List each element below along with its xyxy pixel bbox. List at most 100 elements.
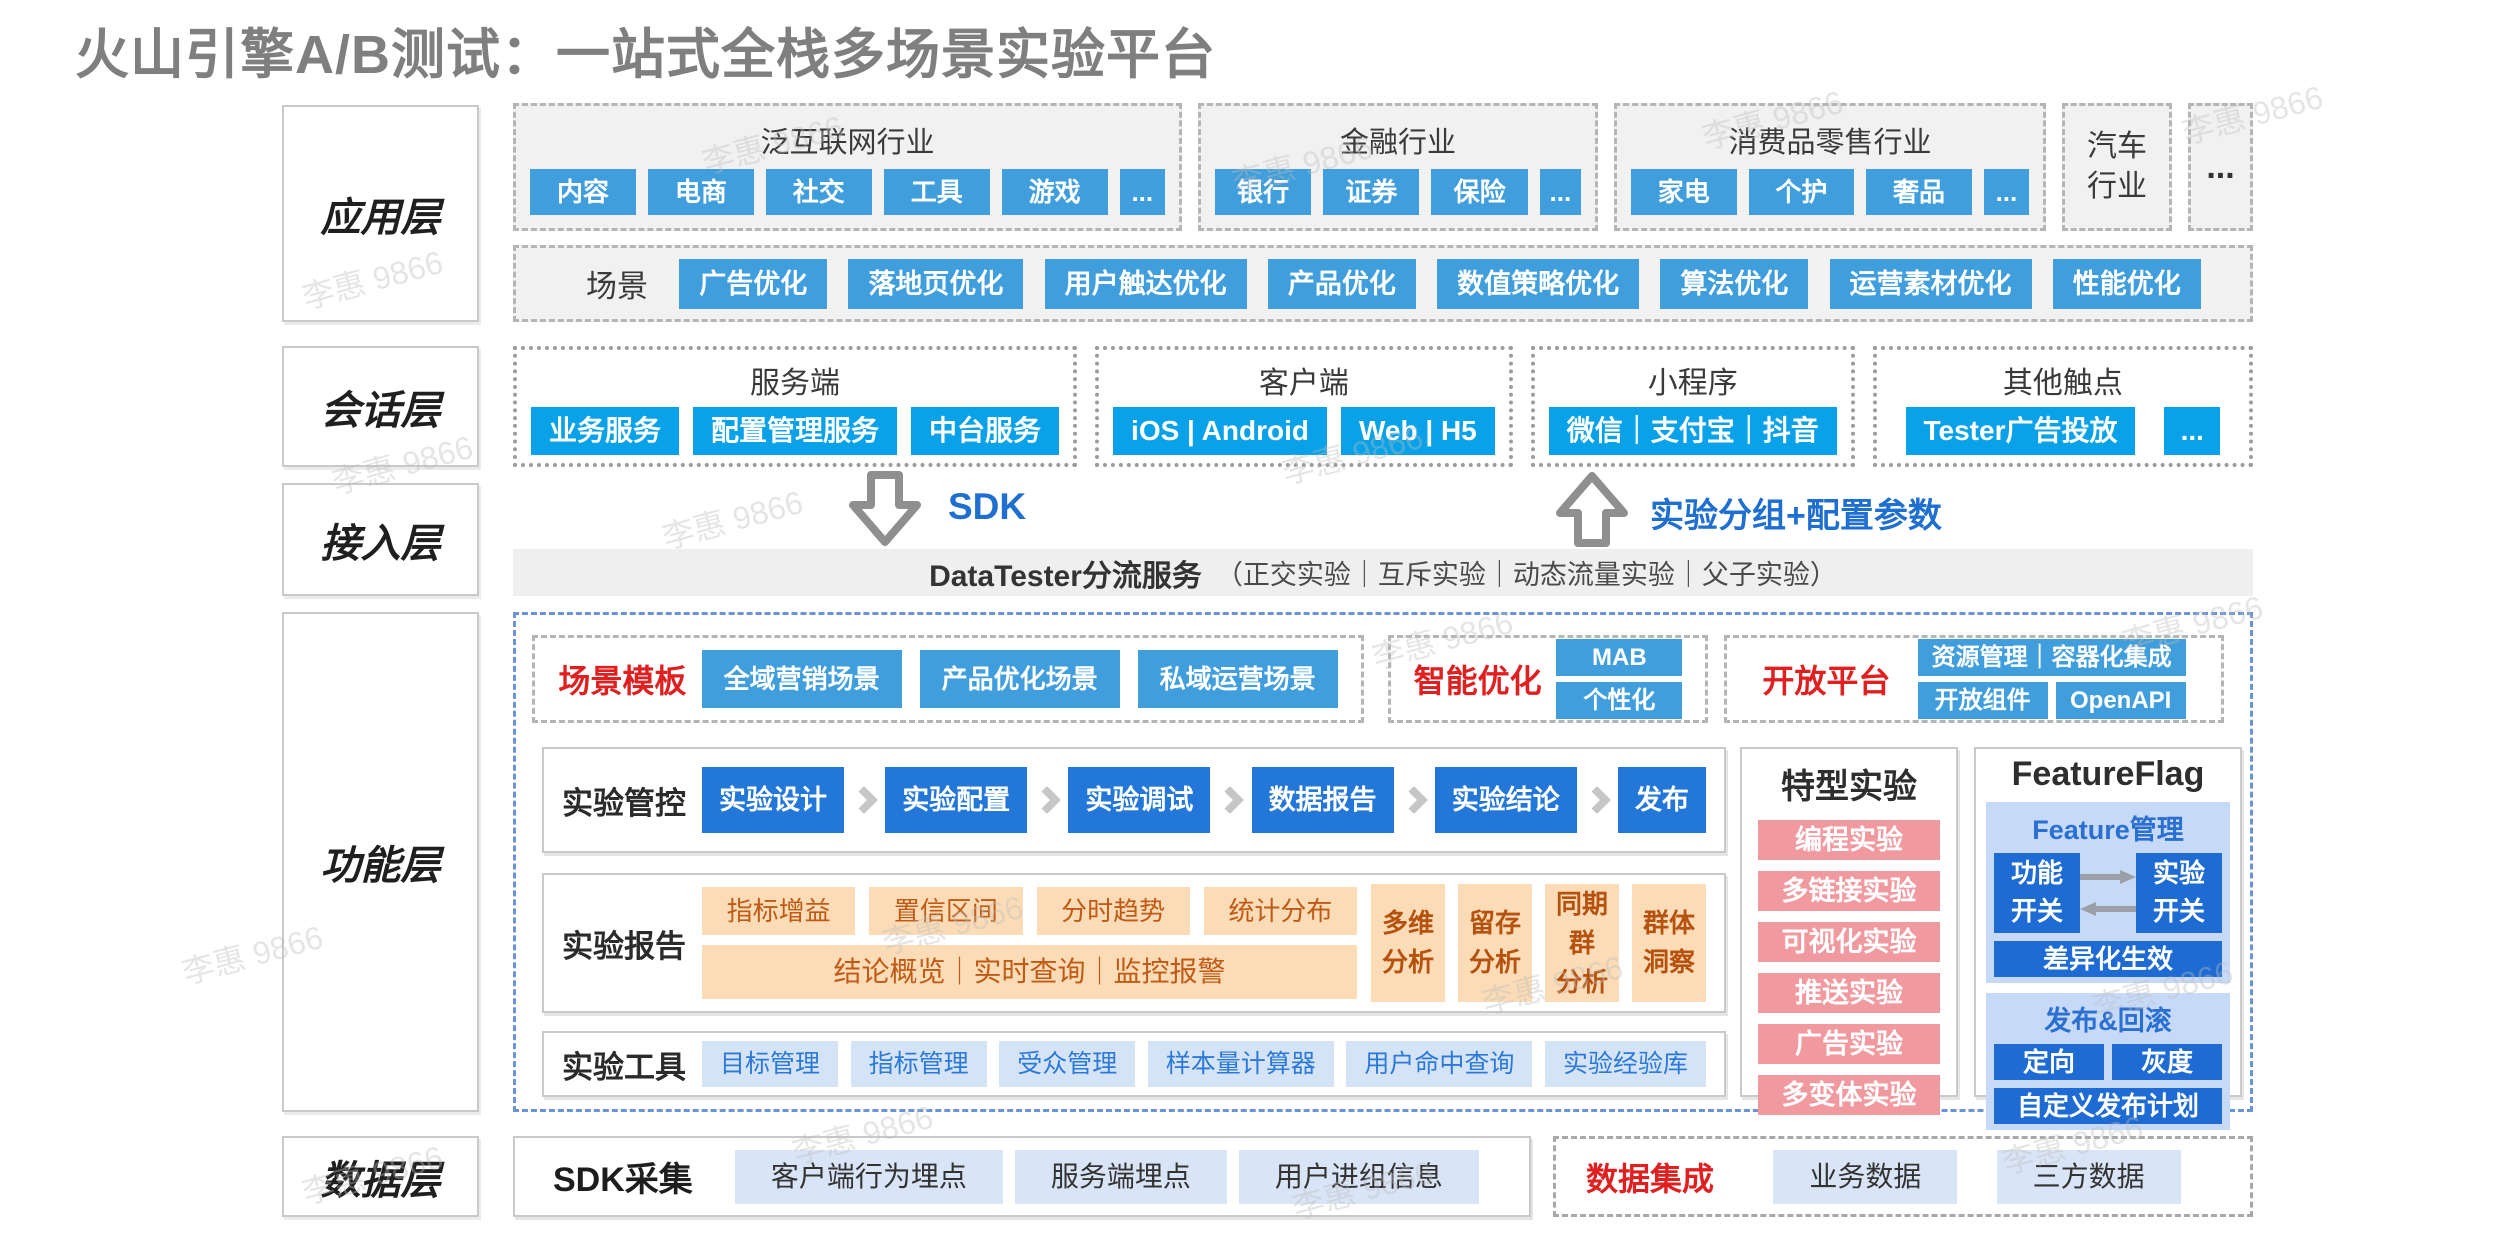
industry-chip: 内容: [530, 168, 636, 215]
industry-chip: ...: [1539, 168, 1581, 215]
industry-chip: 保险: [1431, 168, 1528, 215]
distribution-bar-detail: （正交实验｜互斥实验｜动态流量实验｜父子实验）: [1215, 560, 1837, 590]
special-experiment-title: 特型实验: [1781, 768, 1917, 806]
sdk-collection-chip: 客户端行为埋点: [734, 1149, 1003, 1204]
industry-chip: 游戏: [1001, 168, 1108, 215]
sdk-collection-chip: 服务端埋点: [1014, 1149, 1227, 1204]
flow-step: 数据报告: [1251, 767, 1434, 833]
session-chip: 配置管理服务: [693, 406, 898, 455]
industry-chip: 社交: [765, 168, 872, 215]
flow-step-chip: 实验结论: [1434, 767, 1577, 833]
special-experiment-chips: 编程实验多链接实验可视化实验推送实验广告实验多变体实验: [1758, 820, 1940, 1126]
data-integration-chips: 业务数据三方数据: [1734, 1149, 2220, 1204]
featureflag-title: FeatureFlag: [2011, 755, 2205, 793]
session-group-title: 服务端: [750, 367, 841, 401]
distribution-bar-title: DataTester分流服务: [929, 559, 1202, 593]
session-chip: iOS | Android: [1113, 406, 1327, 455]
scene-template-label: 场景模板: [558, 663, 687, 699]
session-chips: 业务服务配置管理服务中台服务: [525, 406, 1065, 455]
layer-label-access: 接入层: [282, 483, 479, 596]
switch-arrows: [2080, 870, 2136, 916]
scene-template-chip: 私域运营场景: [1137, 650, 1338, 708]
data-integration-chip: 三方数据: [1996, 1149, 2181, 1204]
industry-group-title: 泛互联网行业: [760, 127, 935, 160]
report-analysis-chip: 多维 分析: [1371, 884, 1445, 1002]
layer-label-session: 会话层: [282, 346, 479, 467]
industries-more: ...: [2188, 103, 2253, 231]
function-switch-chip: 功能 开关: [1994, 853, 2080, 933]
release-row: 定向 灰度: [1994, 1044, 2222, 1080]
report-analysis-chip: 同期群 分析: [1545, 884, 1619, 1002]
industry-chip: 电商: [647, 168, 754, 215]
session-group-miniprogram: 小程序 微信｜支付宝｜抖音: [1530, 346, 1855, 467]
experiment-switch-chip: 实验 开关: [2136, 853, 2222, 933]
scene-chip: 算法优化: [1660, 258, 1809, 309]
custom-release-plan-chip: 自定义发布计划: [1994, 1088, 2222, 1124]
chevron-right-icon: [1033, 785, 1062, 815]
industry-chips: 家电个护奢品...: [1627, 168, 2033, 215]
experiment-tool-chip: 样本量计算器: [1147, 1041, 1334, 1087]
data-integration-box: 数据集成 业务数据三方数据: [1553, 1136, 2253, 1217]
industry-chip: 家电: [1631, 168, 1737, 215]
flow-step: 实验配置: [885, 767, 1067, 833]
report-overview-chip: 结论概览｜实时查询｜监控报警: [702, 945, 1357, 999]
data-integration-label: 数据集成: [1586, 1160, 1715, 1197]
feature-switch-row: 功能 开关 实验 开关: [1994, 853, 2222, 933]
report-metric-chip: 统计分布: [1203, 887, 1357, 935]
special-experiment-chip: 可视化实验: [1758, 922, 1940, 962]
session-chip: 业务服务: [531, 406, 680, 455]
open-platform-chip: 开放组件: [1917, 682, 2048, 719]
chevron-right-icon: [849, 785, 879, 815]
session-group-client: 客户端 iOS | Android Web | H5: [1095, 346, 1513, 467]
scene-template-chip: 全域营销场景: [701, 650, 902, 708]
scene-chip: 产品优化: [1267, 258, 1416, 309]
industry-group-title: 消费品零售行业: [1728, 127, 1932, 160]
experiment-tools-label: 实验工具: [562, 1049, 686, 1085]
experiment-tool-chip: 实验经验库: [1544, 1041, 1706, 1087]
experiment-tool-chip: 用户命中查询: [1346, 1041, 1533, 1087]
smart-optimization-label: 智能优化: [1413, 663, 1542, 699]
targeting-chip: 定向: [1994, 1044, 2104, 1080]
experiment-flow: 实验设计 实验配置 实验调试 数据报告: [702, 767, 1706, 833]
session-chip: 中台服务: [911, 406, 1060, 455]
session-group-title: 客户端: [1258, 367, 1349, 401]
data-integration-chip: 业务数据: [1773, 1149, 1958, 1204]
report-metric-chip: 置信区间: [869, 887, 1023, 935]
scene-template-group: 场景模板 全域营销场景产品优化场景私域运营场景: [532, 635, 1364, 723]
scene-template-chips: 全域营销场景产品优化场景私域运营场景: [701, 650, 1338, 708]
special-experiment-chip: 多变体实验: [1758, 1075, 1940, 1115]
differential-effect-chip: 差异化生效: [1994, 941, 2222, 977]
industry-chip: 银行: [1215, 168, 1312, 215]
open-platform-chip: OpenAPI: [2055, 682, 2186, 719]
flow-step-chip: 实验设计: [702, 767, 844, 833]
session-chip: ...: [2164, 406, 2221, 455]
flow-step-chip: 数据报告: [1251, 767, 1394, 833]
smart-optimization-chip: MAB: [1556, 639, 1683, 676]
datatester-distribution-bar: DataTester分流服务 （正交实验｜互斥实验｜动态流量实验｜父子实验）: [513, 549, 2253, 596]
arrow-left-icon: [2080, 902, 2136, 916]
sdk-collection-box: SDK采集 客户端行为埋点服务端埋点用户进组信息: [513, 1136, 1531, 1217]
feature-manage-panel: Feature管理 功能 开关 实验 开关 差异化生效: [1986, 802, 2230, 983]
report-metric-chip: 指标增益: [702, 887, 856, 935]
session-group-server: 服务端 业务服务配置管理服务中台服务: [513, 346, 1078, 467]
experiment-tool-chip: 受众管理: [999, 1041, 1136, 1087]
special-experiment-chip: 广告实验: [1758, 1024, 1940, 1064]
session-group-title: 其他触点: [2002, 367, 2123, 401]
flow-step-chip: 实验配置: [885, 767, 1028, 833]
session-chip: 微信｜支付宝｜抖音: [1548, 406, 1837, 455]
session-chips: iOS | Android Web | H5: [1107, 406, 1501, 455]
session-chips: Tester广告投放...: [1885, 406, 2241, 455]
experiment-control-box: 实验管控 实验设计 实验配置 实验调试: [542, 747, 1726, 853]
session-chips: 微信｜支付宝｜抖音: [1543, 406, 1843, 455]
industry-chip: 工具: [883, 168, 990, 215]
report-metric-row: 指标增益置信区间分时趋势统计分布: [702, 887, 1357, 935]
layer-label-application: 应用层: [282, 105, 479, 322]
scene-chip: 广告优化: [679, 258, 828, 309]
session-chip: Web | H5: [1340, 406, 1495, 455]
open-platform-wide-chip: 资源管理｜容器化集成: [1917, 639, 2186, 676]
experiment-up-arrow-icon: [1556, 472, 1628, 547]
